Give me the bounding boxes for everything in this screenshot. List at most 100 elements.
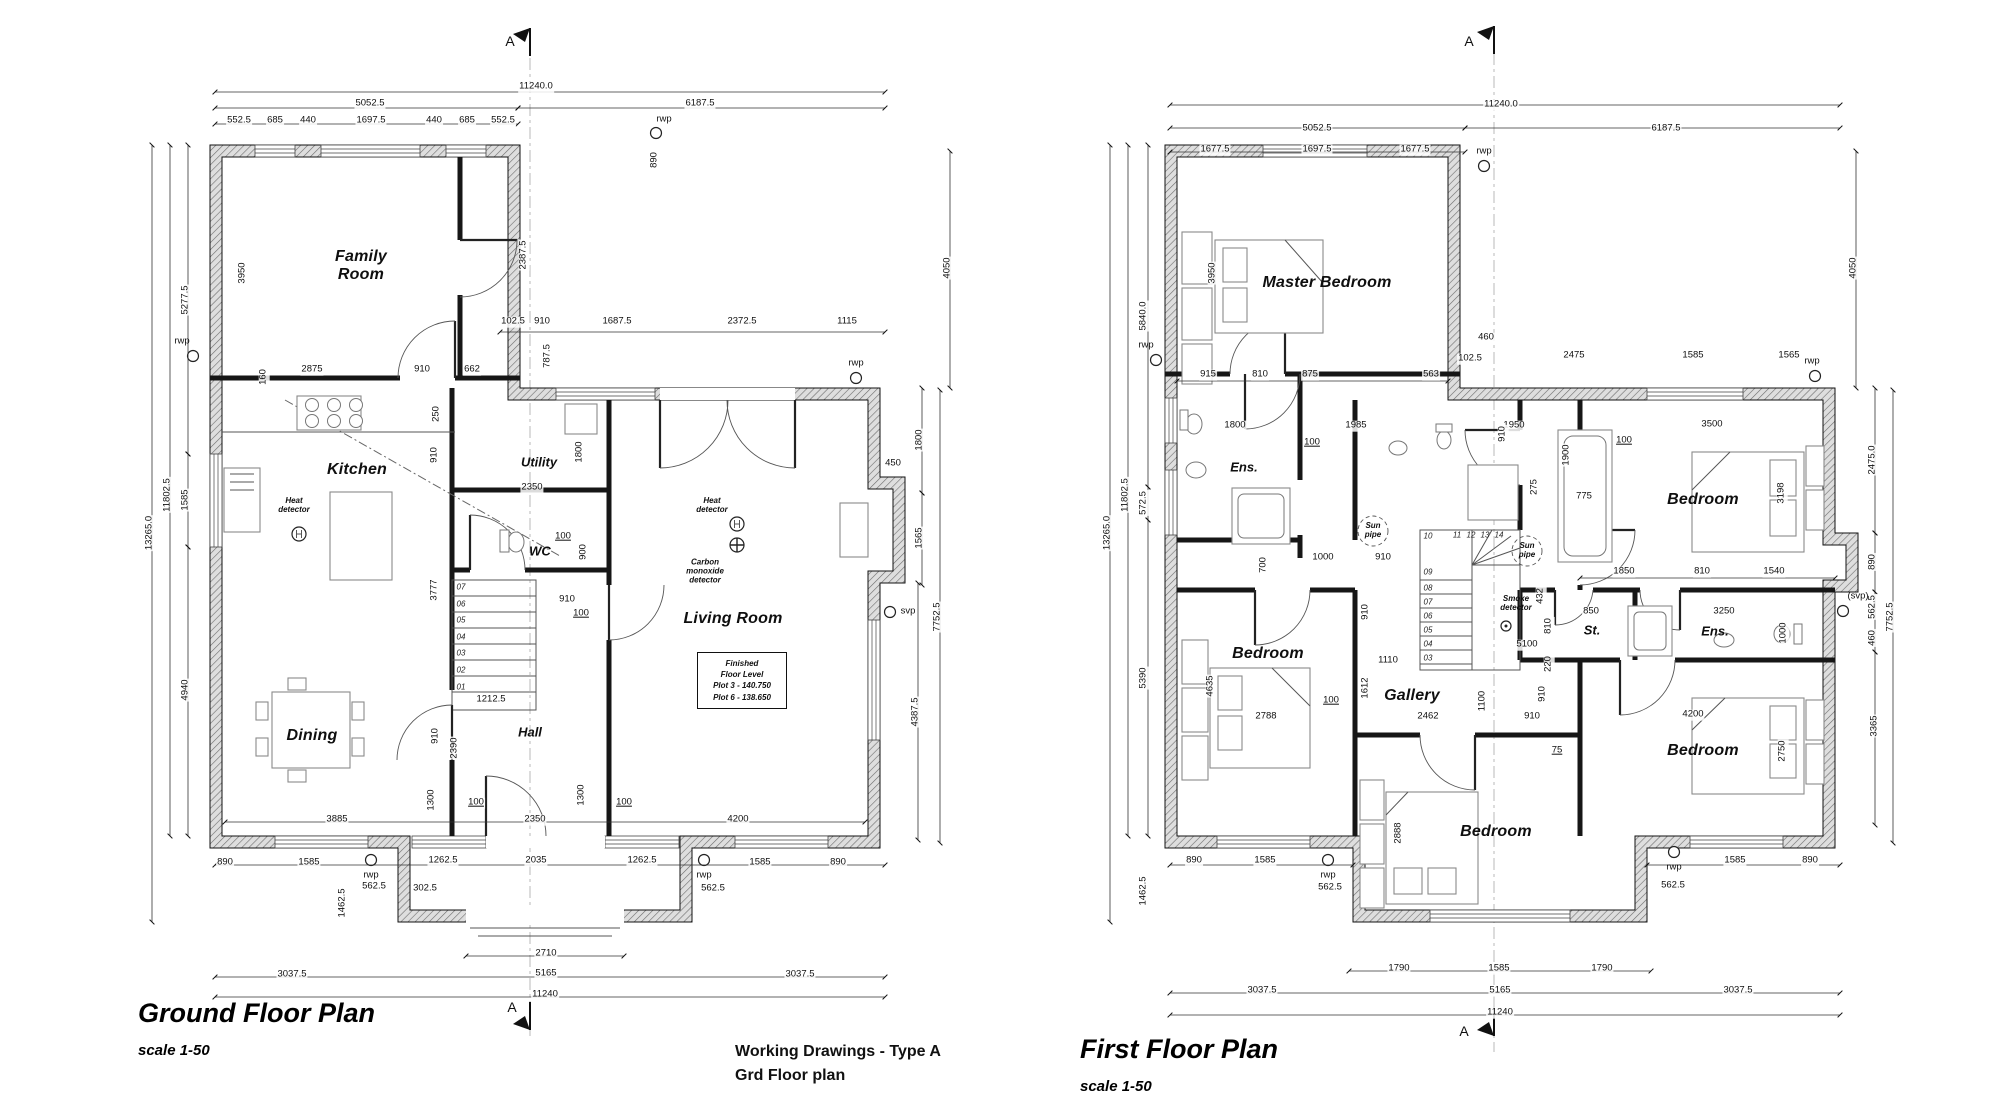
plan-label: 13265.0 [1101,514,1114,552]
plan-label: A [1464,33,1474,50]
plan-label: 910 [533,315,551,328]
plan-label: 2350 [520,481,544,494]
plan-label: 04 [456,632,466,642]
plan-label: 4200 [1681,708,1705,721]
plan-label: 910 [1374,551,1392,564]
plan-label: Gallery [1384,687,1440,705]
plan-label: 562.5 [1660,879,1686,892]
plan-label: Ens. [1230,459,1258,475]
plan-label: 1585 [1487,962,1511,975]
plan-label: Smoke detector [1500,594,1532,612]
plan-label: Utility [520,454,558,470]
plan-label: 07 [1423,597,1433,607]
plan-label: rwp [1138,339,1154,351]
co-detector-icon [729,537,745,553]
sun-pipe-icon [1357,515,1543,567]
plan-label: 3365 [1868,714,1881,738]
plan-label: 12 [1466,530,1476,540]
plan-label: 100 [554,530,572,543]
plan-label: rwp [848,357,864,369]
plan-label: 810 [1542,617,1555,635]
plan-label: 100 [467,796,485,809]
plan-label: Heat detector [696,496,728,514]
first-floor-scale: scale 1-50 [1080,1078,1152,1095]
plan-label: Bedroom [1232,645,1304,663]
plan-label: 6187.5 [684,97,716,110]
plan-label: 4635 [1204,674,1217,698]
plan-label: Heat detector [278,496,310,514]
plan-label: 100 [572,607,590,620]
plan-label: 810 [1693,565,1711,578]
plan-label: Master Bedroom [1262,274,1392,292]
plan-label: A [507,999,517,1016]
plan-label: Living Room [683,610,783,628]
plan-label: 910 [1523,710,1541,723]
plan-label: 5100 [1515,638,1539,651]
first-doors [1229,318,1682,791]
plan-label: WC [529,543,551,559]
plan-label: 450 [884,457,902,470]
plan-label: 552.5 [226,114,252,127]
plan-label: 1115 [836,315,858,328]
plan-label: Sun pipe [1518,541,1536,559]
plan-label: 685 [458,114,476,127]
plan-label: 890 [216,856,234,869]
plan-label: 06 [1423,611,1433,621]
plan-label: 11 [1452,530,1462,540]
plan-label: rwp [1320,869,1336,881]
first-furniture [1179,231,1825,909]
plan-label: 1000 [1311,551,1335,564]
plan-label: 890 [1185,854,1203,867]
finished-floor-level-note: Finished Floor Level Plot 3 - 140.750 Pl… [697,652,787,709]
plan-label: 2475.0 [1866,444,1879,476]
plan-label: Family Room [335,248,387,283]
plan-label: 662 [463,363,481,376]
plan-label: 1677.5 [1399,143,1431,156]
plan-label: 1585 [1253,854,1277,867]
plan-label: 5390 [1137,666,1150,690]
plan-label: 5165 [1488,984,1512,997]
rainwater-pipe-icons [1149,159,1850,867]
plan-label: 460 [1477,331,1495,344]
plan-label: 910 [1359,603,1372,621]
plan-label: 1585 [1681,349,1705,362]
plan-label: 5052.5 [1301,122,1333,135]
ground-stairs [451,579,537,711]
plan-label: svp [900,605,916,617]
plan-label: 100 [1303,436,1321,449]
plan-label: 572.5 [1137,490,1150,516]
plan-label: rwp [656,113,672,125]
plan-label: 14 [1494,530,1504,540]
plan-label: 563 [1422,368,1440,381]
plan-label: 3037.5 [276,968,308,981]
smoke-detector-icon [1500,620,1512,632]
plan-label: 440 [425,114,443,127]
plan-label: A [1459,1023,1469,1040]
ground-furniture [222,395,892,783]
plan-label: 3198 [1775,481,1788,505]
plan-label: 775 [1575,490,1593,503]
plan-label: 1697.5 [355,114,387,127]
plan-label: St. [1583,622,1601,638]
plan-label: 220 [1542,655,1555,673]
plan-label: Dining [286,727,338,745]
plan-label: 02 [456,665,466,675]
plan-label: 04 [1423,639,1433,649]
plan-label: 08 [1423,583,1433,593]
plan-label: 11802.5 [1119,477,1132,513]
plan-label: 460 [1866,629,1879,647]
plan-label: 7752.5 [1884,601,1897,633]
plan-label: 910 [558,593,576,606]
plan-label: 05 [456,615,466,625]
plan-label: 5165 [534,967,558,980]
plan-label: 850 [1582,605,1600,618]
plan-label: 2350 [523,813,547,826]
plan-label: 03 [1423,653,1433,663]
plan-label: 11240 [1486,1006,1514,1019]
ground-floor-title: Ground Floor Plan [138,998,375,1028]
plan-label: 1790 [1590,962,1614,975]
plan-label: 1585 [297,856,321,869]
plan-label: rwp [1666,861,1682,873]
plan-label: rwp [174,335,190,347]
